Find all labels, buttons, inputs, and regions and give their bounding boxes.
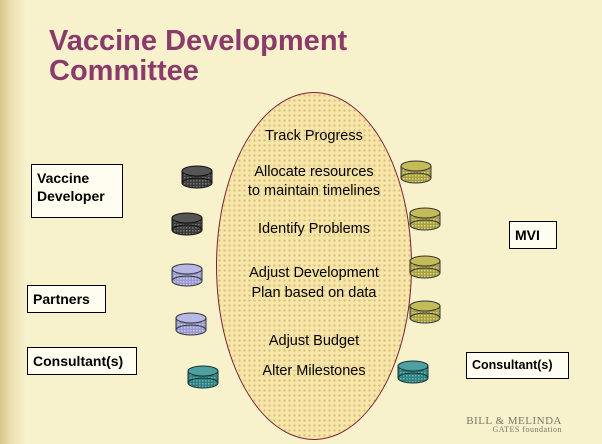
actor-vaccine-developer: Vaccine Developer <box>31 164 123 218</box>
gates-foundation-logo: BILL & MELINDA GATES foundation <box>466 415 562 434</box>
actor-consultant-left: Consultant(s) <box>27 347 137 375</box>
slide-title: Vaccine Development Committee <box>49 26 347 86</box>
cylinder-icon-lavender-left-2 <box>175 312 207 336</box>
task-allocate-resources-line-1: Allocate resources <box>254 164 374 180</box>
cylinder-icon-teal-right <box>397 360 429 384</box>
actor-consultant-right: Consultant(s) <box>466 352 569 379</box>
cylinder-icon-olive-right-3 <box>409 255 441 279</box>
logo-line-1: BILL & MELINDA <box>466 415 562 427</box>
actor-vaccine-developer-line-2: Developer <box>37 188 105 204</box>
cylinder-icon-olive-right-1 <box>400 160 432 184</box>
title-line-1: Vaccine Development <box>49 25 348 57</box>
title-line-2: Committee <box>49 55 199 87</box>
task-allocate-resources-line-2: to maintain timelines <box>247 183 381 199</box>
actor-vaccine-developer-line-1: Vaccine <box>37 170 90 186</box>
logo-line-2: GATES foundation <box>492 425 562 434</box>
cylinder-icon-olive-right-2 <box>409 207 441 231</box>
actor-mvi: MVI <box>509 221 557 249</box>
task-adjust-development-line-1: Adjust Development <box>249 265 379 281</box>
cylinder-icon-dark-left-2 <box>171 212 203 236</box>
cylinder-icon-teal-left <box>187 365 219 389</box>
cylinder-icon-lavender-left-1 <box>171 263 203 287</box>
task-identify-problems: Identify Problems <box>257 221 371 237</box>
cylinder-icon-olive-right-4 <box>409 300 441 324</box>
task-adjust-development-line-2: Plan based on data <box>251 285 377 301</box>
task-alter-milestones: Alter Milestones <box>262 363 366 379</box>
task-track-progress: Track Progress <box>265 128 363 144</box>
task-adjust-budget: Adjust Budget <box>268 333 360 349</box>
actor-partners: Partners <box>27 285 106 313</box>
cylinder-icon-dark-left-1 <box>181 165 213 189</box>
